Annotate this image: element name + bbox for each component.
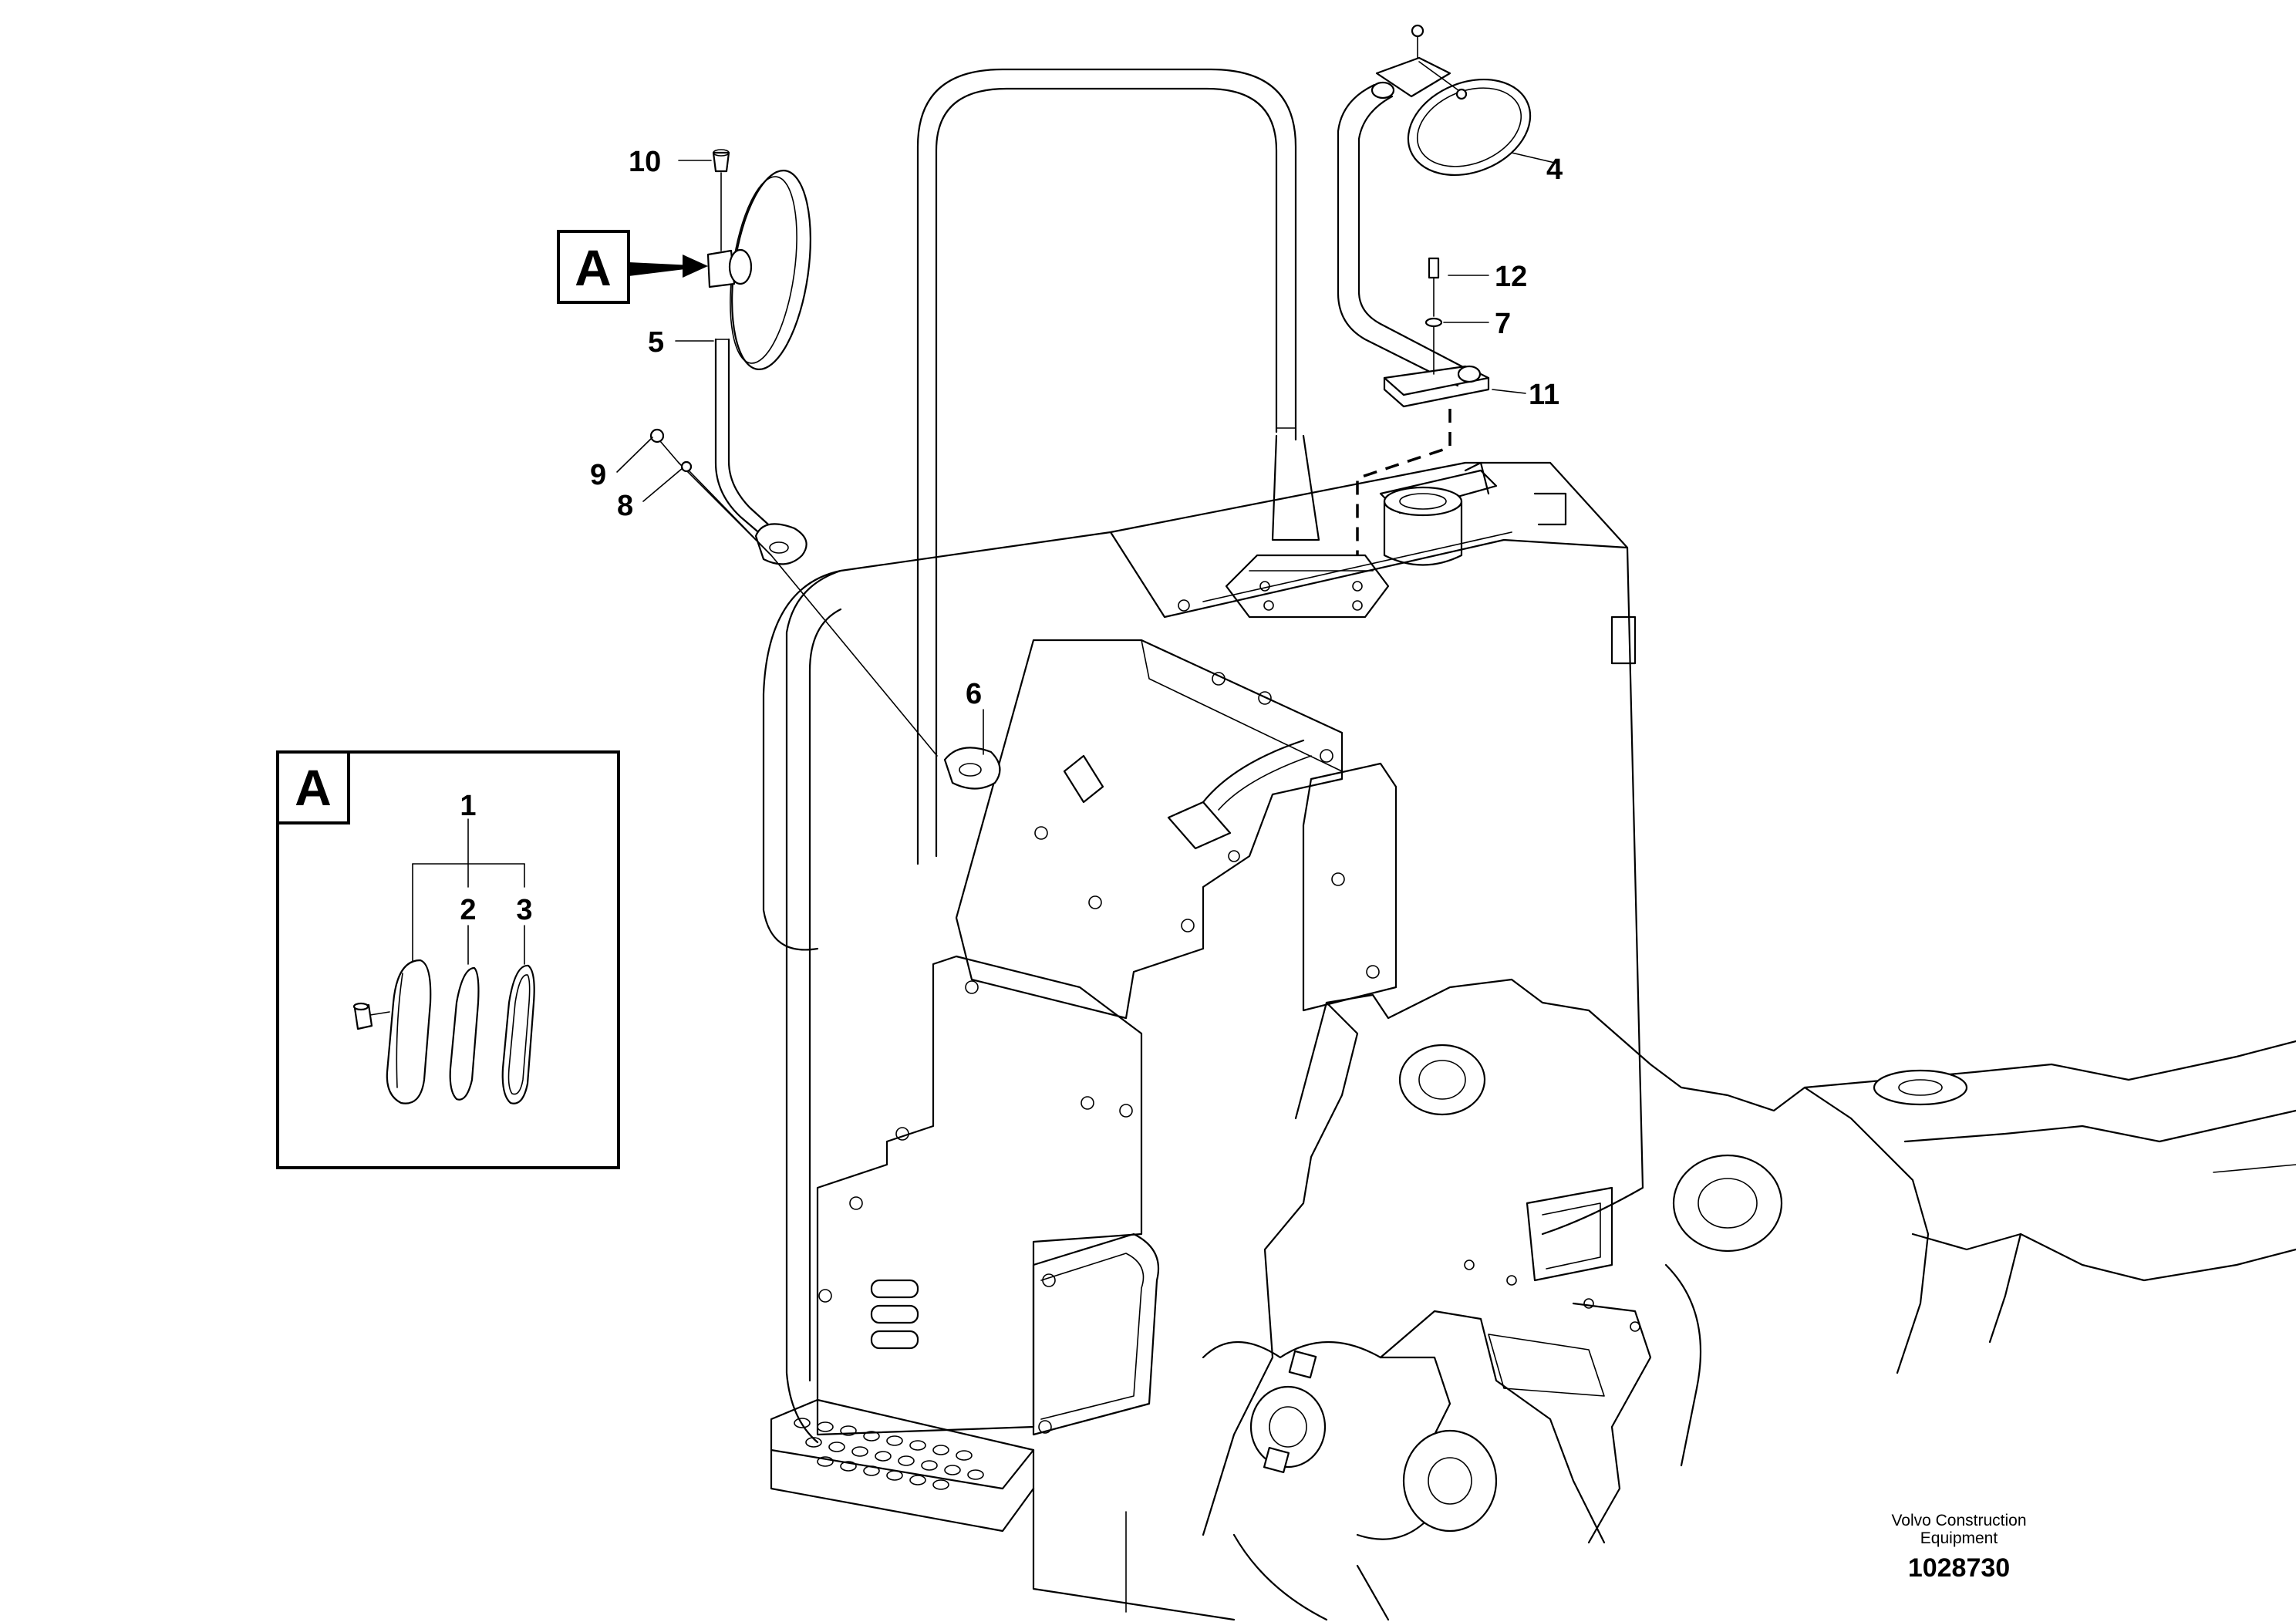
step-holes — [794, 1418, 984, 1490]
credit-block: Volvo Construction Equipment 1028730 — [1891, 1512, 2026, 1583]
callout-7: 7 — [1495, 308, 1511, 340]
credit-line-2: Equipment — [1920, 1529, 1998, 1547]
callout-10: 10 — [629, 146, 661, 178]
callout-12: 12 — [1495, 261, 1527, 293]
callout-5: 5 — [648, 326, 664, 359]
machine-body — [762, 68, 2296, 1621]
callout-3: 3 — [516, 894, 532, 926]
part-6-clamp — [943, 747, 1001, 790]
detail-box-letter: A — [295, 759, 332, 816]
callout-9: 9 — [590, 459, 606, 491]
detail-reference-letter: A — [575, 239, 612, 296]
credit-line-1: Volvo Construction — [1891, 1512, 2026, 1529]
callout-6: 6 — [966, 678, 982, 710]
callout-2: 2 — [460, 894, 476, 926]
document-number: 1028730 — [1908, 1553, 2010, 1583]
callout-8: 8 — [617, 490, 633, 522]
callout-1: 1 — [460, 790, 476, 822]
callout-labels: 10 5 9 8 6 4 12 7 11 — [590, 146, 1563, 710]
detail-reference-label: A — [557, 230, 630, 304]
right-mirror-assembly — [1337, 24, 1532, 555]
callout-11: 11 — [1529, 379, 1559, 411]
callout-4: 4 — [1546, 153, 1563, 186]
left-mirror-assembly — [627, 149, 938, 757]
detail-inset-a: A 1 2 3 — [276, 750, 620, 1169]
callout-leaders — [616, 152, 1559, 755]
